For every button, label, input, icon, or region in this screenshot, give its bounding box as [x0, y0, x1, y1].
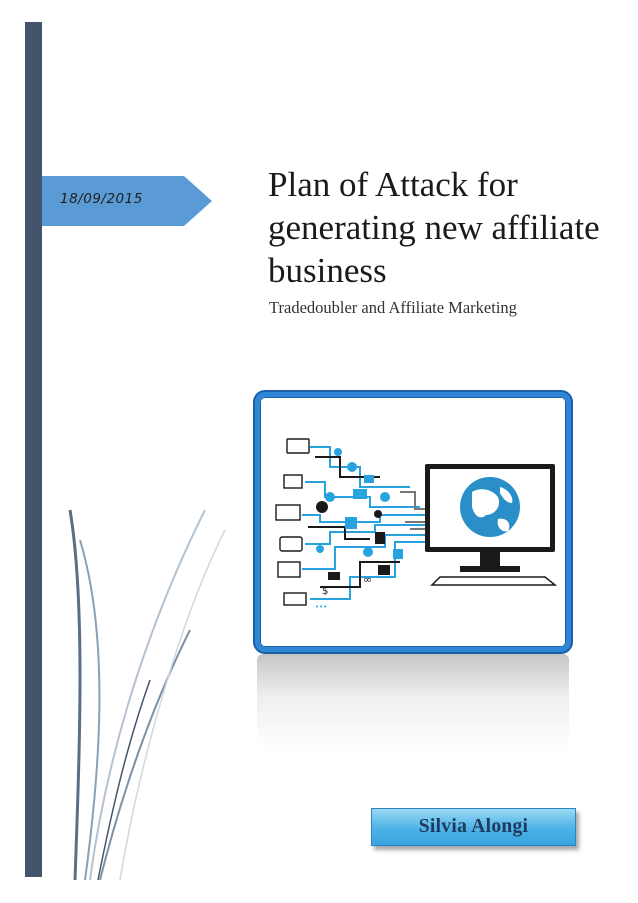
briefcase-icon	[378, 565, 390, 575]
document-subtitle: Tradedoubler and Affiliate Marketing	[269, 298, 517, 317]
phone-icon	[283, 592, 307, 606]
node-icon	[363, 547, 373, 557]
monitor-small-icon	[277, 561, 301, 578]
date-tab-fill	[42, 176, 212, 226]
node-icon	[334, 448, 342, 456]
monitor-small-icon	[283, 474, 303, 489]
laptop-icon	[275, 504, 301, 521]
date-tab: 18/09/2015	[42, 176, 212, 226]
laptop-icon	[286, 438, 310, 454]
search-icon	[374, 510, 382, 518]
box-icon	[345, 517, 357, 529]
cover-illustration-frame: $ ∞ •••	[255, 392, 571, 652]
tablet-icon	[279, 536, 303, 552]
node-icon	[380, 492, 390, 502]
date-tab-shape	[42, 176, 212, 226]
globe-small-icon	[316, 501, 328, 513]
cloud-icon	[328, 572, 340, 580]
dots-icon: •••	[315, 603, 327, 611]
node-icon	[347, 462, 357, 472]
left-accent-bar	[25, 22, 42, 877]
author-box: Silvia Alongi	[371, 808, 576, 846]
node-icon	[325, 492, 335, 502]
network-illustration: $ ∞ •••	[275, 438, 558, 611]
dollar-icon: $	[322, 586, 328, 597]
bubble-icon	[393, 549, 403, 559]
cart-icon	[364, 475, 374, 483]
illustration-reflection	[257, 654, 569, 750]
calculator-icon	[375, 532, 385, 544]
author-name: Silvia Alongi	[418, 816, 529, 837]
cover-date: 18/09/2015	[60, 191, 143, 207]
card-icon	[353, 489, 367, 499]
node-icon	[316, 545, 324, 553]
decorative-swoosh-lines	[68, 509, 226, 880]
keyboard-icon	[430, 576, 558, 586]
infinity-icon: ∞	[363, 573, 372, 586]
document-title: Plan of Attack for generating new affili…	[268, 165, 600, 290]
